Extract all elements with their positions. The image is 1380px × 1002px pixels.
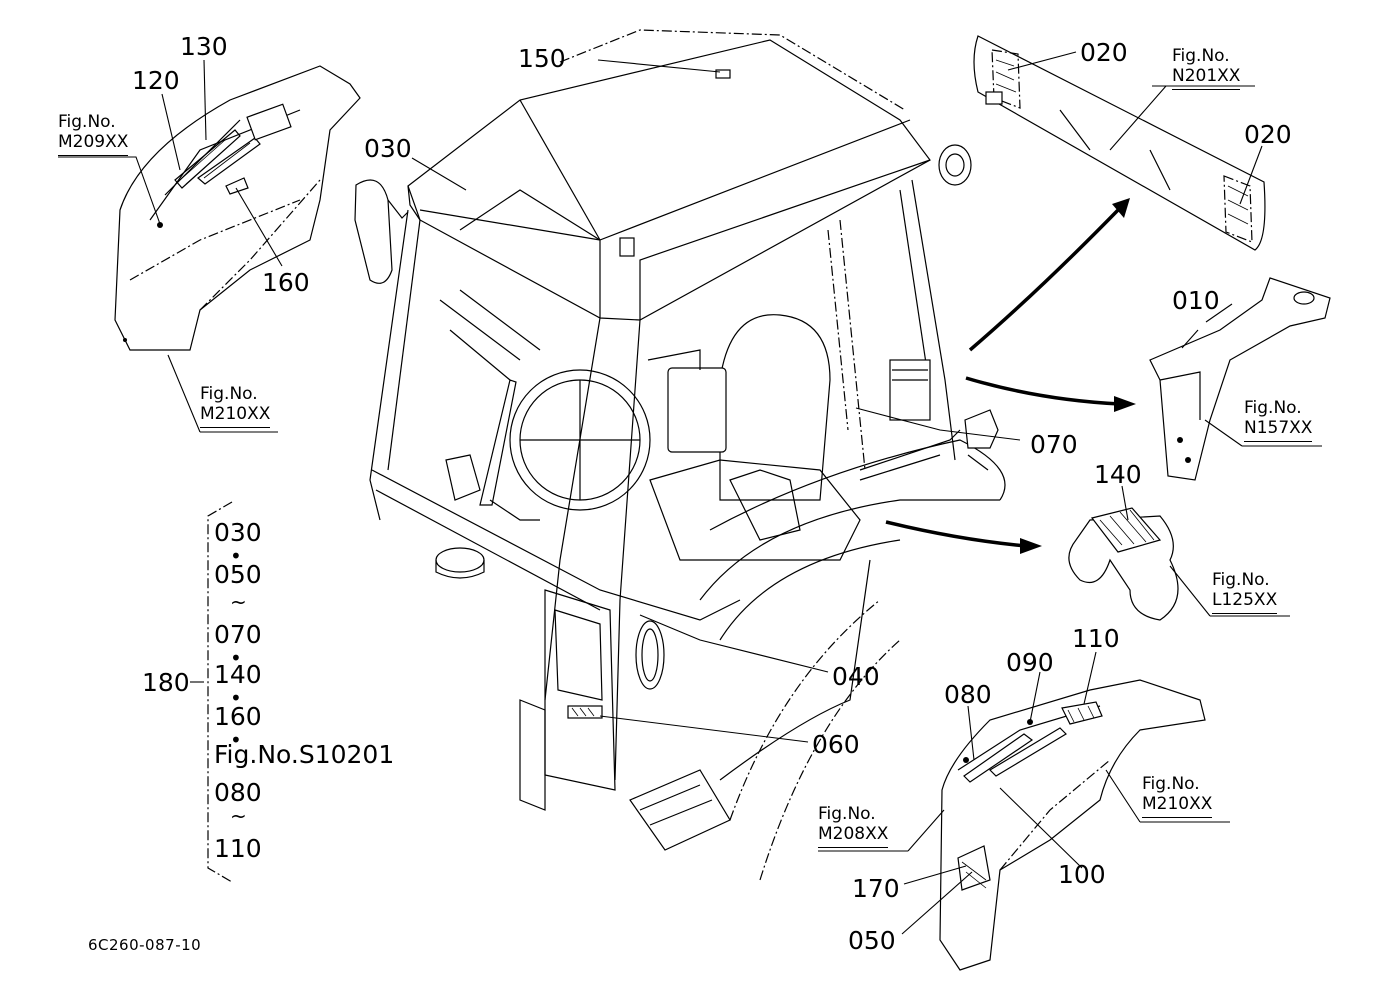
callout-030: 030: [364, 134, 412, 163]
legend-separator: ~: [230, 590, 247, 614]
callout-170: 170: [852, 874, 900, 903]
fig-ref-number: N157XX: [1244, 418, 1313, 442]
drawing-code: 6C260-087-10: [88, 936, 202, 954]
callout-160: 160: [262, 268, 310, 297]
leader-lines: [58, 51, 1322, 935]
fig-ref-number: M210XX: [1142, 794, 1213, 818]
legend-separator: •: [230, 544, 242, 568]
callout-110: 110: [1072, 624, 1120, 653]
callout-050: 050: [848, 926, 896, 955]
assembly-arrows: [885, 198, 1136, 554]
fig-ref-title: Fig.No.: [1172, 46, 1230, 66]
cab-roof: [407, 29, 931, 321]
legend-separator: ~: [230, 804, 247, 828]
callout-020-top: 020: [1080, 38, 1128, 67]
callout-100: 100: [1058, 860, 1106, 889]
bracket: [1149, 277, 1331, 481]
legend-item: 160: [214, 702, 262, 731]
fig-ref-m209: Fig.No. M209XX: [58, 112, 129, 156]
fig-ref-number: N201XX: [1172, 66, 1241, 90]
callout-090: 090: [1006, 648, 1054, 677]
callout-060: 060: [812, 730, 860, 759]
callout-130: 130: [180, 32, 228, 61]
steering-and-wiper: [435, 369, 651, 579]
right-lamps: [889, 144, 999, 471]
callout-010: 010: [1172, 286, 1220, 315]
fig-ref-title: Fig.No.: [1212, 570, 1270, 590]
callout-140: 140: [1094, 460, 1142, 489]
fig-ref-title: Fig.No.: [818, 804, 876, 824]
fig-ref-number: M208XX: [818, 824, 889, 848]
rear-glass: [973, 35, 1266, 251]
fig-ref-number: M209XX: [58, 132, 129, 156]
seat-and-fender: [649, 314, 1006, 881]
callout-150: 150: [518, 44, 566, 73]
legend-item: 070: [214, 620, 262, 649]
callout-020-right: 020: [1244, 120, 1292, 149]
left-fender: [114, 65, 361, 351]
callout-120: 120: [132, 66, 180, 95]
legend-item: 050: [214, 560, 262, 589]
callout-180: 180: [142, 668, 190, 697]
fig-ref-n157: Fig.No. N157XX: [1244, 398, 1313, 442]
fig-ref-l125: Fig.No. L125XX: [1212, 570, 1278, 614]
legend-item: 030: [214, 518, 262, 547]
legend-separator: •: [230, 646, 242, 670]
fig-ref-title: Fig.No.: [200, 384, 258, 404]
right-fender: [939, 679, 1206, 971]
inner-mirror: [647, 349, 727, 453]
legend-separator: •: [230, 686, 242, 710]
fig-ref-m210-top: Fig.No. M210XX: [200, 384, 271, 428]
fig-ref-m210-bottom: Fig.No. M210XX: [1142, 774, 1213, 818]
fig-ref-title: Fig.No.: [1244, 398, 1302, 418]
legend-item: Fig.No.S10201: [214, 740, 395, 769]
legend-separator: •: [230, 728, 242, 752]
front-console: [519, 589, 731, 851]
fig-ref-n201: Fig.No. N201XX: [1172, 46, 1241, 90]
callout-080: 080: [944, 680, 992, 709]
fig-ref-number: L125XX: [1212, 590, 1278, 614]
legend-bracket: [207, 501, 233, 883]
legend-item: 080: [214, 778, 262, 807]
legend-item: 110: [214, 834, 262, 863]
left-side-mirror: [354, 179, 409, 284]
fig-ref-number: M210XX: [200, 404, 271, 428]
fig-ref-title: Fig.No.: [58, 112, 116, 132]
callout-040: 040: [832, 662, 880, 691]
cab-frame: [369, 179, 961, 781]
fig-ref-m208: Fig.No. M208XX: [818, 804, 889, 848]
step-140: [1068, 507, 1179, 621]
fig-ref-title: Fig.No.: [1142, 774, 1200, 794]
callout-070: 070: [1030, 430, 1078, 459]
legend-item: 140: [214, 660, 262, 689]
